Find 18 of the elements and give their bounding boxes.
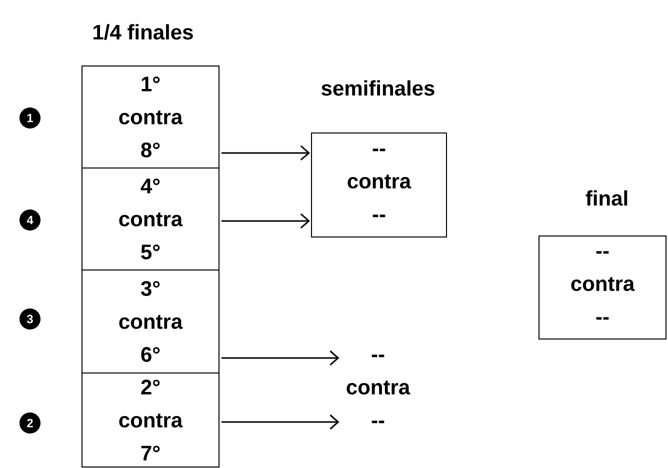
match-text: -- contra -- [346,354,410,424]
arrow [222,350,340,366]
seed-number: 1 [20,108,40,128]
match-box: 2° contra 7° [82,372,220,468]
match-box: 1° contra 8° [82,66,220,168]
seed-number: 2 [20,412,40,434]
match-box: 4° contra 5° [82,168,220,270]
column-heading: 1/4 finales [94,24,193,40]
column-heading: final [586,190,628,206]
arrow [222,213,310,229]
arrow [222,414,340,430]
arrow [222,145,310,161]
match-box: -- contra -- [538,236,666,340]
seed-number: 4 [20,210,40,230]
match-box: -- contra -- [311,132,447,238]
seed-number: 3 [20,308,40,330]
match-box: 3° contra 6° [82,270,220,374]
column-heading: semifinales [322,80,434,96]
